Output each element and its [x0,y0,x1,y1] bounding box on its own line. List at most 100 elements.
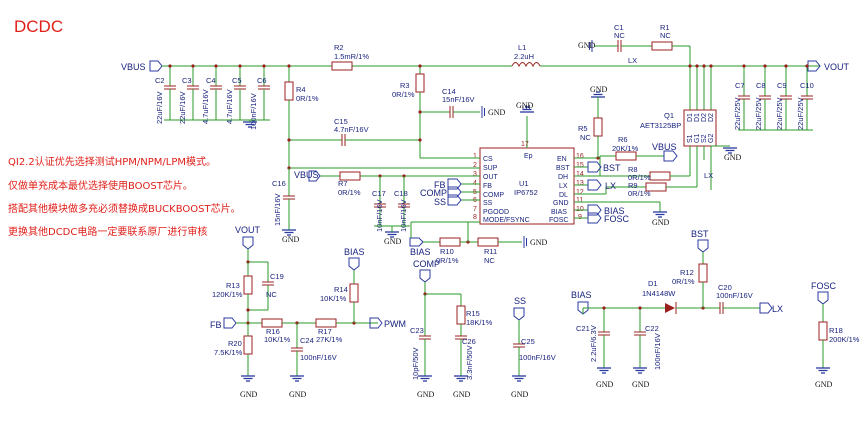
ic-u1[interactable]: U1 U1 IP6752 GND 17 Ep CS SUP OUT FB COM… [473,101,584,225]
resistor-r9[interactable]: R9 0R/1% [628,165,698,198]
svg-text:C1: C1 [614,23,624,32]
capacitor-c3[interactable]: C3 22uF/16V [178,66,199,124]
capacitor-c22[interactable]: GND C22 100nF/16V [632,306,662,389]
svg-text:VBUS: VBUS [294,170,319,180]
svg-text:0R/1%: 0R/1% [436,256,459,265]
port-ss-bottom[interactable]: SS [513,296,526,344]
svg-text:0R/1%: 0R/1% [296,94,319,103]
capacitor-c1[interactable]: C1 NC GND [578,23,652,52]
port-bias-mid[interactable]: BIAS [409,222,431,257]
capacitor-c6[interactable]: C6 100nF/16V [249,66,270,130]
resistor-r16[interactable]: R16 10K/1% [261,318,316,344]
capacitor-c9[interactable]: C9 22uF/25V [775,66,792,130]
inductor-l1[interactable]: L1 2.2uH [511,43,541,68]
resistor-r14[interactable]: R14 10K/1% [320,283,359,323]
capacitor-c19[interactable]: C19 NC [246,262,284,312]
svg-text:FB: FB [210,320,222,330]
port-ss-ic[interactable]: SS [434,194,462,207]
svg-text:BST: BST [556,165,570,172]
svg-text:100nF/16V: 100nF/16V [300,353,337,362]
capacitor-c25[interactable]: GND C25 100nF/16V [511,337,556,399]
port-vbus-mid[interactable]: VBUS [294,170,321,182]
resistor-r11[interactable]: GND R11 NC [477,236,548,265]
svg-text:BST: BST [603,163,621,173]
port-lx-ic[interactable]: LX [587,179,616,191]
capacitor-c10[interactable]: C10 22uF/25V [796,66,814,130]
port-vout-left[interactable]: VOUT [235,225,268,264]
svg-text:LX: LX [772,304,783,314]
svg-text:22uF/16V: 22uF/16V [178,91,187,124]
resistor-r12[interactable]: R12 0R/1% [672,263,708,308]
resistor-r15[interactable]: R15 18K/1% [456,294,493,336]
svg-text:COMP: COMP [420,188,447,198]
svg-text:15nF/16V: 15nF/16V [442,95,475,104]
svg-text:PGOOD: PGOOD [483,209,509,216]
capacitor-c2[interactable]: C2 22uF/16V [155,66,176,124]
capacitor-c26[interactable]: GND C26 3.3nF/50V [453,335,476,399]
svg-text:0R/1%: 0R/1% [672,277,695,286]
capacitor-c21[interactable]: GND C21 2.2uF/6.3V [576,306,614,389]
svg-text:R18: R18 [829,326,843,335]
gnd-c17-c18: GND [374,225,410,246]
port-vbus-r6[interactable]: VBUS [652,142,678,162]
resistor-r20[interactable]: GND R20 7.5K/1% [214,323,258,399]
port-bias-right[interactable]: BIAS [571,290,665,315]
resistor-r7[interactable]: R7 0R/1% [338,171,361,197]
svg-text:Q1: Q1 [664,111,674,120]
capacitor-c18[interactable]: C18 10nF/16V [394,176,410,232]
resistor-r3[interactable]: R3 0R/1% [392,64,425,158]
svg-text:200K/1%: 200K/1% [829,335,860,344]
svg-text:GND: GND [384,237,402,246]
svg-text:GND: GND [289,390,307,399]
resistor-r13[interactable]: R13 120K/1% [212,262,253,323]
svg-text:R7: R7 [338,179,348,188]
svg-text:NC: NC [614,31,625,40]
port-pwm[interactable]: PWM [369,317,406,329]
capacitor-c20[interactable]: C20 100nF/16V [716,283,760,314]
capacitor-c15[interactable]: C15 4.7nF/16V [287,117,422,146]
svg-text:15nF/16V: 15nF/16V [273,193,282,226]
resistor-r6[interactable]: R6 20K/1% [612,135,664,161]
svg-text:27K/1%: 27K/1% [316,335,343,344]
resistor-r10[interactable]: R10 0R/1% [423,222,478,265]
capacitor-c8[interactable]: C8 22uF/25V [754,66,771,130]
svg-text:22uF/25V: 22uF/25V [775,97,784,130]
resistor-r18[interactable]: GND R18 200K/1% [815,321,860,389]
svg-text:0R/1%: 0R/1% [628,189,651,198]
svg-text:GND: GND [724,153,742,162]
capacitor-c14[interactable]: GND C14 15nF/16V [418,87,506,118]
capacitor-c23[interactable]: GND C23 10pF/50V [410,294,435,399]
svg-text:2.2uF/6.3V: 2.2uF/6.3V [589,325,598,362]
svg-text:PWM: PWM [384,319,406,329]
resistor-r4[interactable]: R4 0R/1% [284,64,319,168]
capacitor-c7[interactable]: C7 22uF/25V [733,66,750,130]
port-bias-top[interactable]: BIAS [344,247,365,284]
svg-text:BIAS: BIAS [551,209,567,216]
svg-text:COMP: COMP [483,192,504,199]
resistor-r8[interactable]: R8 0R/1% [600,165,691,182]
port-lx-right[interactable]: LX [759,302,783,314]
svg-text:R9: R9 [628,181,638,190]
resistor-r1[interactable]: R1 NC [651,23,691,110]
port-bst-top[interactable]: BST [691,229,709,264]
svg-text:NC: NC [266,290,277,299]
capacitor-c17[interactable]: C17 10nF/16V [372,176,386,232]
capacitor-c5[interactable]: C5 4.7uF/16V [225,66,246,124]
port-fosc-ic[interactable]: FOSC [587,212,630,224]
svg-text:AET3125BP: AET3125BP [640,121,681,130]
resistor-r17[interactable]: R17 27K/1% [315,318,378,344]
capacitor-c4[interactable]: C4 4.7uF/16V [201,66,222,124]
port-fosc-top[interactable]: FOSC [811,281,837,322]
resistor-r5[interactable]: GND R5 NC [578,85,608,158]
port-fb-left[interactable]: FB [210,317,262,330]
resistor-r2[interactable]: R2 1.5mR/1% [331,43,369,71]
capacitor-c16[interactable]: GND C16 15nF/16V [272,168,300,244]
svg-text:FOSC: FOSC [604,214,630,224]
svg-text:R20: R20 [228,339,242,348]
port-bst-ic[interactable]: BST [587,161,621,173]
diode-d1[interactable]: D1 1N4148W [642,279,720,314]
vout-output-port[interactable]: VOUT [807,60,850,72]
mosfet-q1[interactable]: S1 G1 S2 G2 D1 D1 D2 D2 Q1 AET3125BP GND… [640,64,742,190]
svg-text:D2: D2 [701,113,708,122]
capacitor-c24[interactable]: GND C24 100nF/16V [289,323,337,399]
